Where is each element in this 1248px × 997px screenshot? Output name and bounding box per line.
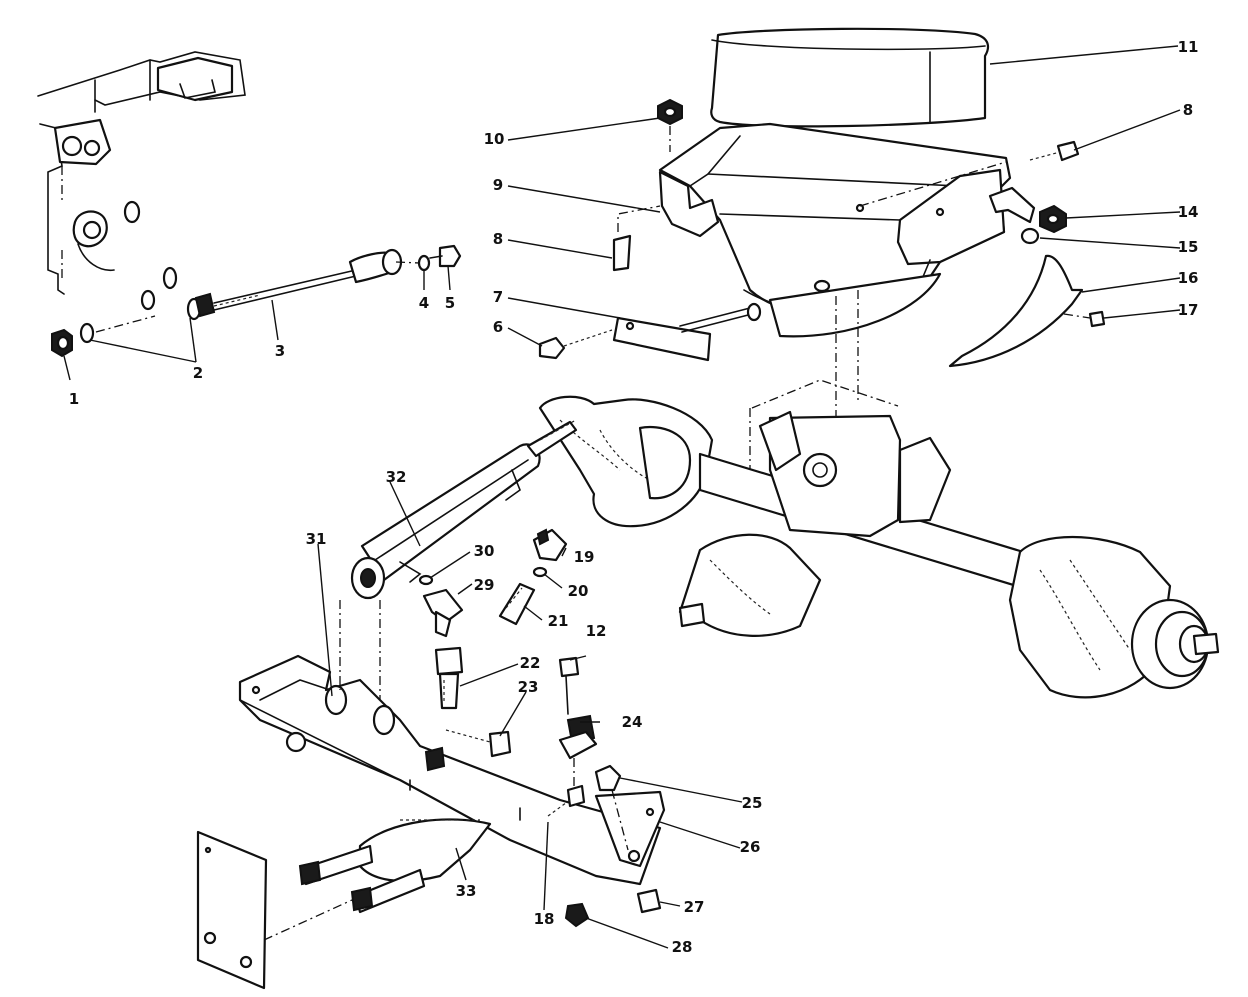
- callout-15: 15: [1178, 238, 1199, 256]
- part-18-bolt: [547, 784, 586, 817]
- callout-8-lower: 8: [493, 230, 503, 248]
- part-2-washer: [79, 322, 95, 344]
- part-8-bolt-b: [612, 205, 661, 272]
- callout-3: 3: [275, 342, 285, 360]
- part-30-o-ring: [418, 574, 434, 586]
- callout-7: 7: [493, 288, 503, 306]
- part-17-screw: [1063, 310, 1106, 328]
- callout-32: 32: [386, 468, 407, 486]
- leader-lines: [63, 45, 1181, 949]
- callout-4: 4: [419, 294, 429, 312]
- part-5-bolt: [438, 244, 462, 268]
- callout-33: 33: [456, 882, 477, 900]
- part-7-strap: [612, 302, 762, 362]
- mounting-bracket: [238, 600, 666, 886]
- callout-25: 25: [742, 794, 763, 812]
- callout-2: 2: [193, 364, 203, 382]
- callout-20: 20: [568, 582, 589, 600]
- callout-19: 19: [574, 548, 595, 566]
- callout-6: 6: [493, 318, 503, 336]
- callout-29: 29: [474, 576, 495, 594]
- callout-10: 10: [484, 130, 505, 148]
- callout-30: 30: [474, 542, 495, 560]
- part-25-nut: [594, 764, 622, 792]
- transaxle-assembly: [538, 379, 1220, 699]
- part-14-nut: [1039, 204, 1067, 234]
- callout-16: 16: [1178, 269, 1199, 287]
- part-3-rod: [194, 248, 403, 318]
- part-32-hydraulic-cylinder: [350, 419, 578, 600]
- part-20-o-ring: [532, 566, 548, 578]
- mounting-panel: [196, 830, 353, 990]
- part-6-bolt: [538, 329, 613, 360]
- callout-5: 5: [445, 294, 455, 312]
- part-4-washer: [417, 254, 431, 272]
- callout-24: 24: [622, 713, 643, 731]
- callout-26: 26: [740, 838, 761, 856]
- part-11-seat-cushion: [710, 27, 990, 128]
- callout-12: 12: [586, 622, 607, 640]
- callout-28: 28: [672, 938, 693, 956]
- part-16-shield: [948, 254, 1084, 368]
- part-19-elbow-fitting: [532, 528, 568, 562]
- callout-27: 27: [684, 898, 705, 916]
- engine-frame-fragment: [37, 51, 246, 295]
- part-28-nut: [564, 902, 590, 928]
- part-21-adapter: [498, 582, 536, 626]
- callout-labels: 1 2 3 4 5 6 7 8 8 9 10 11 12 14 15 16 17…: [69, 38, 1199, 956]
- part-33-hose-cover: [298, 818, 492, 914]
- part-15-washer: [1020, 227, 1040, 245]
- callout-23: 23: [518, 678, 539, 696]
- part-23-bolt: [445, 729, 512, 758]
- callout-9: 9: [493, 176, 503, 194]
- callout-11: 11: [1178, 38, 1199, 56]
- linkage-hardware: [51, 244, 462, 358]
- part-10-nut: [657, 98, 683, 152]
- callout-14: 14: [1178, 203, 1199, 221]
- part-8-bolt-a: [1029, 140, 1080, 162]
- callout-22: 22: [520, 654, 541, 672]
- callout-8-upper: 8: [1183, 101, 1193, 119]
- callout-17: 17: [1178, 301, 1199, 319]
- callout-18: 18: [534, 910, 555, 928]
- part-9-seat-pan: [658, 122, 1036, 420]
- part-29-elbow-fitting: [422, 588, 464, 638]
- callout-1: 1: [69, 390, 79, 408]
- part-22-adapter: [434, 646, 464, 710]
- callout-31: 31: [306, 530, 327, 548]
- callout-21: 21: [548, 612, 569, 630]
- part-27-screw: [636, 888, 662, 914]
- part-26-plate: [611, 789, 629, 851]
